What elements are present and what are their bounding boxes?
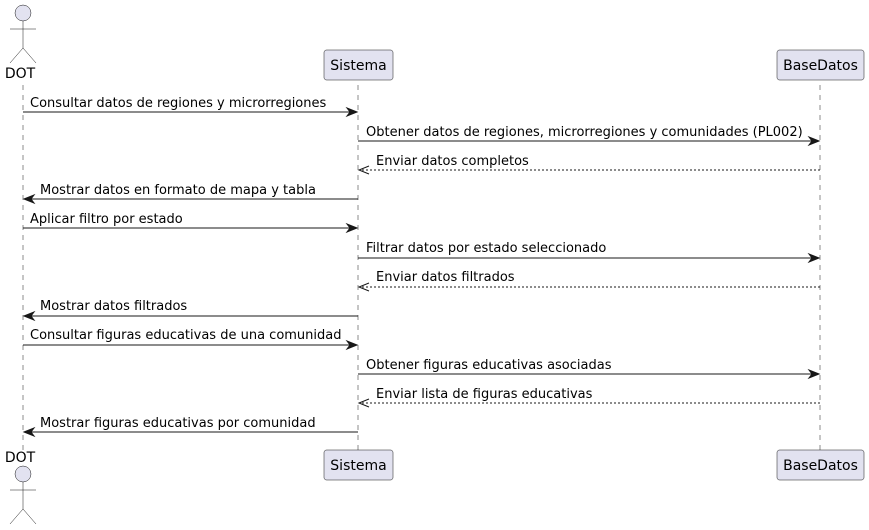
arrowhead-icon bbox=[807, 368, 821, 380]
participant-basedatos-top: BaseDatos bbox=[776, 49, 865, 81]
message: Enviar lista de figuras educativas bbox=[357, 387, 820, 408]
arrowhead-icon bbox=[807, 135, 821, 147]
message-label: Enviar lista de figuras educativas bbox=[376, 387, 593, 402]
message-label: Mostrar datos en formato de mapa y tabla bbox=[40, 183, 316, 198]
actor-dot-top: DOT bbox=[5, 4, 37, 82]
arrowhead-icon bbox=[357, 282, 370, 292]
participant-label: BaseDatos bbox=[783, 58, 858, 74]
message-label: Mostrar datos filtrados bbox=[40, 299, 187, 314]
participant-label: DOT bbox=[5, 450, 36, 466]
message-label: Consultar datos de regiones y microrregi… bbox=[30, 96, 326, 111]
participant-sistema-top: Sistema bbox=[323, 49, 394, 81]
participant-label: BaseDatos bbox=[783, 458, 858, 474]
participant-label: Sistema bbox=[330, 58, 386, 74]
participant-label: DOT bbox=[5, 66, 36, 82]
arrowhead-icon bbox=[345, 106, 359, 118]
arrowhead-icon bbox=[345, 222, 359, 234]
participant-box bbox=[776, 49, 865, 81]
arrowhead-icon bbox=[345, 339, 359, 351]
message-label: Obtener datos de regiones, microrregione… bbox=[366, 125, 803, 140]
participant-box bbox=[323, 449, 394, 481]
message: Obtener datos de regiones, microrregione… bbox=[358, 125, 821, 147]
message: Filtrar datos por estado seleccionado bbox=[358, 241, 821, 264]
message: Enviar datos filtrados bbox=[357, 270, 820, 292]
arrowhead-icon bbox=[22, 426, 36, 438]
participant-sistema-bottom: Sistema bbox=[323, 449, 394, 481]
participant-label: Sistema bbox=[330, 458, 386, 474]
arrowhead-icon bbox=[807, 252, 821, 264]
participant-basedatos-bottom: BaseDatos bbox=[776, 449, 865, 481]
actor-head-icon bbox=[14, 465, 32, 483]
message-label: Obtener figuras educativas asociadas bbox=[366, 358, 612, 373]
message-label: Enviar datos completos bbox=[376, 154, 529, 169]
arrowhead-icon bbox=[22, 310, 36, 322]
message: Mostrar datos en formato de mapa y tabla bbox=[22, 183, 358, 205]
message-label: Mostrar figuras educativas por comunidad bbox=[40, 416, 316, 431]
message: Consultar datos de regiones y microrregi… bbox=[23, 96, 359, 118]
message: Aplicar filtro por estado bbox=[23, 212, 359, 234]
message: Mostrar datos filtrados bbox=[22, 299, 358, 322]
actor-body-icon bbox=[9, 482, 37, 525]
actor-body-icon bbox=[9, 21, 37, 64]
arrowhead-icon bbox=[357, 398, 370, 408]
message-label: Filtrar datos por estado seleccionado bbox=[366, 241, 606, 256]
participant-box bbox=[776, 449, 865, 481]
arrowhead-icon bbox=[357, 165, 370, 175]
message: Mostrar figuras educativas por comunidad bbox=[22, 416, 358, 438]
arrowhead-icon bbox=[22, 193, 36, 205]
message-label: Enviar datos filtrados bbox=[376, 270, 515, 285]
actor-dot-bottom: DOT bbox=[5, 450, 37, 525]
participant-box bbox=[323, 49, 394, 81]
message-label: Aplicar filtro por estado bbox=[30, 212, 183, 227]
message: Obtener figuras educativas asociadas bbox=[358, 358, 821, 380]
message: Enviar datos completos bbox=[357, 154, 820, 175]
message: Consultar figuras educativas de una comu… bbox=[23, 328, 359, 351]
message-label: Consultar figuras educativas de una comu… bbox=[30, 328, 342, 343]
actor-head-icon bbox=[14, 4, 32, 22]
